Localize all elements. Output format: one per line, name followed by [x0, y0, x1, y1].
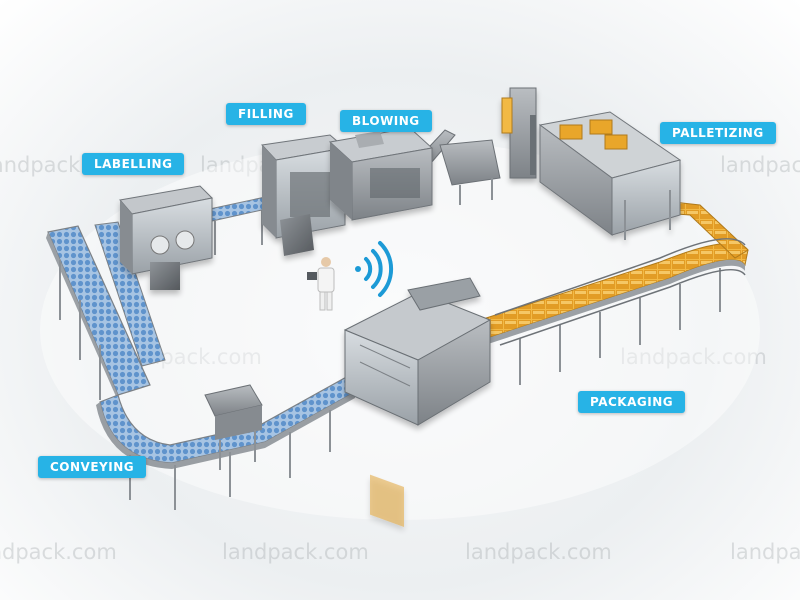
- label-blowing: BLOWING: [340, 110, 432, 132]
- watermark: landpack.com: [730, 540, 800, 564]
- label-labelling: LABELLING: [82, 153, 185, 175]
- conveyor-left-inner: [94, 221, 166, 367]
- watermark: landpack.com: [0, 540, 117, 564]
- wifi-signal-icon: [355, 241, 394, 297]
- operator-figure: [307, 257, 335, 311]
- watermark: landpack.com: [620, 345, 767, 369]
- label-packaging: PACKAGING: [578, 391, 686, 413]
- conveyor-cartons: [479, 199, 749, 385]
- label-conveying: CONVEYING: [38, 456, 147, 478]
- labelling-machine: [119, 185, 214, 290]
- conveyor-left: [46, 225, 151, 401]
- palletizing-cell: [501, 87, 682, 240]
- label-filling: FILLING: [226, 103, 306, 125]
- blowing-machine: [328, 127, 434, 221]
- inspection-unit: [204, 384, 263, 470]
- filling-machine: [260, 134, 347, 256]
- packaging-machine: [343, 277, 492, 528]
- watermark: landpack.com: [222, 540, 369, 564]
- watermark: landpack.com: [720, 153, 800, 177]
- watermark: landpack.com: [465, 540, 612, 564]
- label-palletizing: PALLETIZING: [660, 122, 776, 144]
